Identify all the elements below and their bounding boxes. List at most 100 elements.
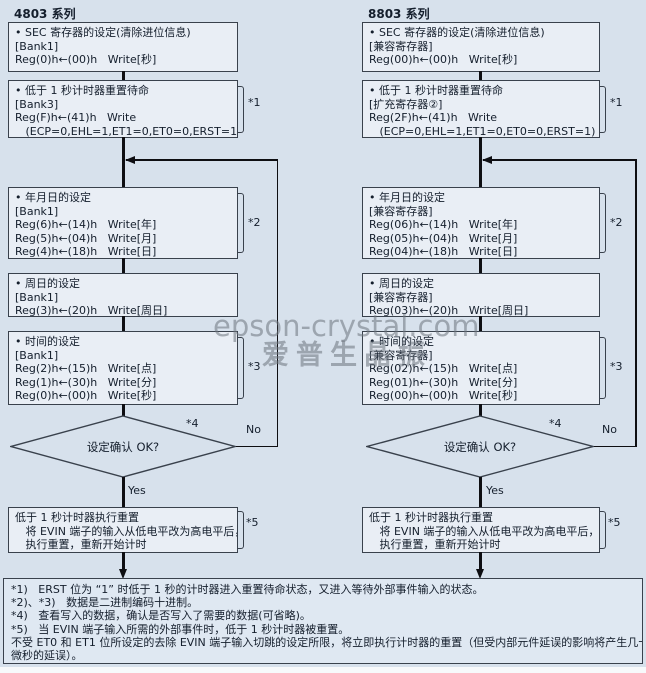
text-line: • 时间的设定 — [369, 335, 434, 348]
right-note1-label: *1 — [610, 96, 623, 109]
text-line: [扩充寄存器②] — [369, 97, 443, 111]
right-connector-to-footnote — [478, 552, 482, 570]
left-box-date-setting: • 年月日的设定[Bank1]Reg(6)h←(14)h Write[年]Reg… — [8, 187, 238, 259]
left-note3-label: *3 — [248, 360, 261, 373]
right-box-sec-register: • SEC 寄存器的设定(清除进位信息)[兼容寄存器]Reg(00)h←(00)… — [362, 22, 600, 72]
right-note2-label: *2 — [610, 216, 623, 229]
text-line: [Bank1] — [15, 290, 59, 304]
left-connector-to-footnote — [121, 552, 125, 570]
right-bracket-note3 — [600, 337, 606, 399]
right-note4-label: *4 — [549, 417, 562, 430]
left-connector-5 — [121, 404, 125, 416]
right-connector-5 — [478, 404, 482, 416]
text-line: [Bank3] — [15, 97, 59, 111]
left-box-timer-standby: • 低于 1 秒计时器重置待命[Bank3]Reg(F)h←(41)h Writ… — [8, 80, 238, 138]
right-bracket-note2 — [600, 193, 606, 253]
right-connector-yes — [478, 477, 482, 507]
text-line: Reg(4)h←(18)h Write[日] — [15, 245, 157, 258]
left-feedback-bottom-line — [236, 445, 278, 447]
left-feedback-top-line — [126, 159, 278, 161]
left-decision-diamond: 设定确认 OK? — [10, 415, 236, 478]
left-decision-text: 设定确认 OK? — [86, 439, 160, 454]
left-bracket-note2 — [238, 193, 244, 253]
bottom-strip — [0, 667, 646, 673]
text-line: *1) ERST 位为 “1” 时低于 1 秒的计时器进入重置待命状态，又进入等… — [11, 583, 484, 596]
text-line: 低于 1 秒计时器执行重置 — [15, 511, 139, 524]
left-bracket-note1 — [238, 86, 244, 133]
text-line: 微秒的延误）。 — [11, 649, 83, 663]
left-connector-3 — [121, 258, 125, 274]
left-box-timer-reset: 低于 1 秒计时器执行重置 将 EVIN 端子的输入从低电平改为高电平后， 执行… — [8, 507, 238, 553]
right-box-weekday-setting: • 周日的设定[兼容寄存器]Reg(03)h←(20)h Write[周日] — [362, 273, 600, 317]
text-line: Reg(6)h←(14)h Write[年] — [15, 218, 157, 231]
text-line: [Bank1] — [15, 348, 59, 362]
text-line: (ECP=0,EHL=1,ET1=0,ET0=0,ERST=1) — [15, 124, 238, 138]
left-feedback-arrowhead-icon — [125, 155, 135, 164]
text-line: *4) 查看写入的数据，确认是否写入了需要的数据(可省略)。 — [11, 609, 311, 623]
text-line: [兼容寄存器] — [369, 39, 433, 53]
right-column-title: 8803 系列 — [368, 7, 430, 21]
left-connector-1 — [121, 71, 125, 81]
text-line: • 周日的设定 — [369, 277, 434, 290]
text-line: Reg(2)h←(15)h Write[点] — [15, 362, 157, 375]
footnotes-box: *1) ERST 位为 “1” 时低于 1 秒的计时器进入重置待命状态，又进入等… — [3, 578, 643, 664]
text-line: [Bank1] — [15, 39, 59, 53]
right-feedback-vertical-line — [635, 159, 637, 447]
text-line: • SEC 寄存器的设定(清除进位信息) — [15, 26, 191, 39]
right-note5-label: *5 — [608, 516, 621, 529]
right-decision-text: 设定确认 OK? — [443, 439, 517, 454]
left-note2-label: *2 — [248, 216, 261, 229]
text-line: • 周日的设定 — [15, 277, 80, 290]
text-line: • 低于 1 秒计时器重置待命 — [369, 84, 503, 97]
text-line: Reg(F)h←(41)h Write — [15, 111, 137, 124]
text-line: [兼容寄存器] — [369, 204, 433, 218]
text-line: 执行重置，重新开始计时 — [369, 538, 501, 551]
text-line: Reg(1)h←(30)h Write[分] — [15, 375, 157, 389]
left-connector-4 — [121, 316, 125, 332]
text-line: *5) 当 EVIN 端子输入所需的外部事件时，低于 1 秒计时器被重置。 — [11, 622, 350, 636]
right-feedback-top-line — [483, 159, 636, 161]
right-feedback-arrowhead-icon — [482, 155, 492, 164]
left-yes-label: Yes — [128, 484, 146, 497]
text-line: 低于 1 秒计时器执行重置 — [369, 511, 493, 524]
right-connector-4 — [478, 316, 482, 332]
text-line: 将 EVIN 端子的输入从低电平改为高电平后， — [369, 524, 600, 538]
right-feedback-bottom-line — [594, 445, 637, 447]
text-line: Reg(01)h←(30)h Write[分] — [369, 375, 518, 389]
text-line: Reg(03)h←(20)h Write[周日] — [369, 304, 529, 317]
text-line: [兼容寄存器] — [369, 348, 433, 362]
text-line: Reg(3)h←(20)h Write[周日] — [15, 304, 168, 317]
right-box-date-setting: • 年月日的设定[兼容寄存器]Reg(06)h←(14)h Write[年]Re… — [362, 187, 600, 259]
text-line: Reg(00)h←(00)h Write[秒] — [369, 389, 518, 402]
text-line: *2)、*3) 数据是二进制编码十进制。 — [11, 596, 199, 610]
right-connector-1 — [478, 71, 482, 81]
text-line: 将 EVIN 端子的输入从低电平改为高电平后， — [15, 524, 238, 538]
text-line: Reg(06)h←(14)h Write[年] — [369, 218, 518, 231]
text-line: • SEC 寄存器的设定(清除进位信息) — [369, 26, 545, 39]
left-connector-2 — [121, 137, 125, 188]
right-decision-diamond: 设定确认 OK? — [366, 415, 594, 478]
left-column-title: 4803 系列 — [14, 7, 76, 21]
left-note1-label: *1 — [248, 96, 261, 109]
text-line: Reg(02)h←(15)h Write[点] — [369, 362, 518, 375]
right-no-label: No — [602, 423, 617, 436]
text-line: (ECP=0,EHL=1,ET1=0,ET0=0,ERST=1) — [369, 124, 596, 138]
right-box-timer-reset: 低于 1 秒计时器执行重置 将 EVIN 端子的输入从低电平改为高电平后， 执行… — [362, 507, 600, 553]
left-bracket-note3 — [238, 337, 244, 399]
right-box-time-setting: • 时间的设定[兼容寄存器]Reg(02)h←(15)h Write[点]Reg… — [362, 331, 600, 405]
text-line: [Bank1] — [15, 204, 59, 218]
text-line: [兼容寄存器] — [369, 290, 433, 304]
right-connector-3 — [478, 258, 482, 274]
right-bracket-note1 — [600, 86, 606, 133]
text-line: Reg(05)h←(04)h Write[月] — [369, 231, 518, 245]
text-line: Reg(00)h←(00)h Write[秒] — [369, 53, 518, 66]
text-line: Reg(2F)h←(41)h Write — [369, 111, 498, 124]
right-connector-2 — [478, 137, 482, 188]
left-box-sec-register: • SEC 寄存器的设定(清除进位信息)[Bank1]Reg(0)h←(00)h… — [8, 22, 238, 72]
text-line: Reg(04)h←(18)h Write[日] — [369, 245, 518, 258]
left-feedback-vertical-line — [276, 159, 278, 447]
left-box-time-setting: • 时间的设定[Bank1]Reg(2)h←(15)h Write[点]Reg(… — [8, 331, 238, 405]
text-line: Reg(5)h←(04)h Write[月] — [15, 231, 157, 245]
text-line: 不受 ET0 和 ET1 位所设定的去除 EVIN 端子输入切跳的设定所限，将立… — [11, 635, 643, 649]
